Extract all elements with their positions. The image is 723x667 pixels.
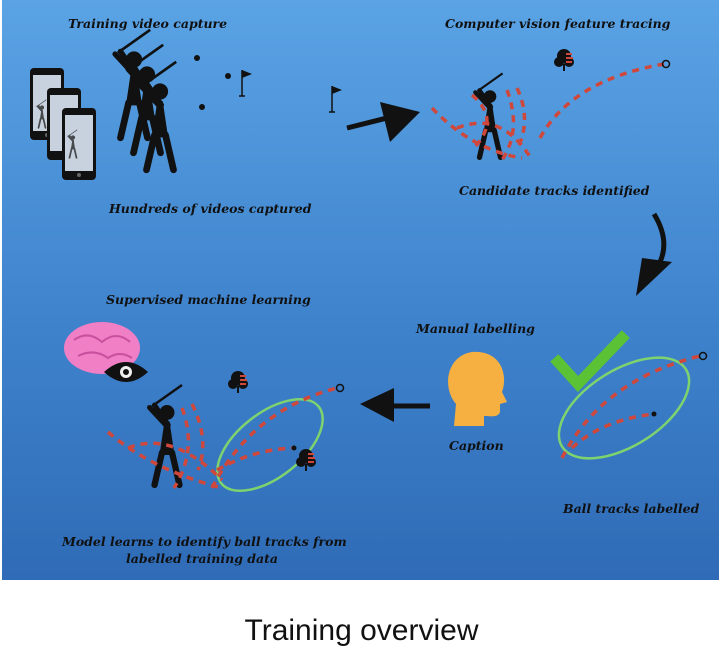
arrow-icon bbox=[360, 388, 430, 422]
cv-trace-scene bbox=[430, 48, 671, 161]
checkmark-icon bbox=[550, 330, 630, 393]
eye-icon bbox=[104, 362, 148, 382]
label-supervised-ml: Supervised machine learning bbox=[106, 292, 311, 307]
figure-caption: Training overview bbox=[244, 614, 479, 647]
phone-icon bbox=[30, 68, 96, 180]
ball-dots bbox=[194, 55, 231, 110]
model-scene bbox=[106, 370, 345, 492]
brain-icon bbox=[64, 322, 140, 374]
label-caption: Caption bbox=[449, 438, 504, 453]
label-candidate-tracks: Candidate tracks identified bbox=[459, 183, 650, 198]
tree-icon bbox=[553, 48, 575, 72]
ball-tracks-labelled-scene bbox=[550, 330, 708, 460]
tree-icon bbox=[227, 370, 249, 394]
diagram-panel: Training video capture Hundreds of video… bbox=[2, 0, 719, 580]
diagram-artwork bbox=[30, 0, 708, 492]
flag-icon bbox=[238, 69, 343, 113]
arrow-icon bbox=[636, 212, 672, 296]
label-cv-feature-tracing: Computer vision feature tracing bbox=[445, 16, 671, 31]
label-model-learns: Model learns to identify ball tracks fro… bbox=[62, 534, 347, 568]
golfer-icon bbox=[115, 30, 176, 170]
label-hundreds-of-videos: Hundreds of videos captured bbox=[109, 201, 312, 216]
label-manual-labelling: Manual labelling bbox=[416, 321, 535, 336]
tree-icon bbox=[295, 448, 317, 472]
label-ball-tracks-labelled: Ball tracks labelled bbox=[563, 501, 700, 516]
label-model-learns-line2: labelled training data bbox=[125, 550, 279, 566]
label-training-video-capture: Training video capture bbox=[68, 16, 228, 31]
label-model-learns-line1: Model learns to identify ball tracks fro… bbox=[62, 534, 347, 549]
head-icon bbox=[448, 351, 507, 426]
arrow-icon bbox=[346, 102, 420, 142]
